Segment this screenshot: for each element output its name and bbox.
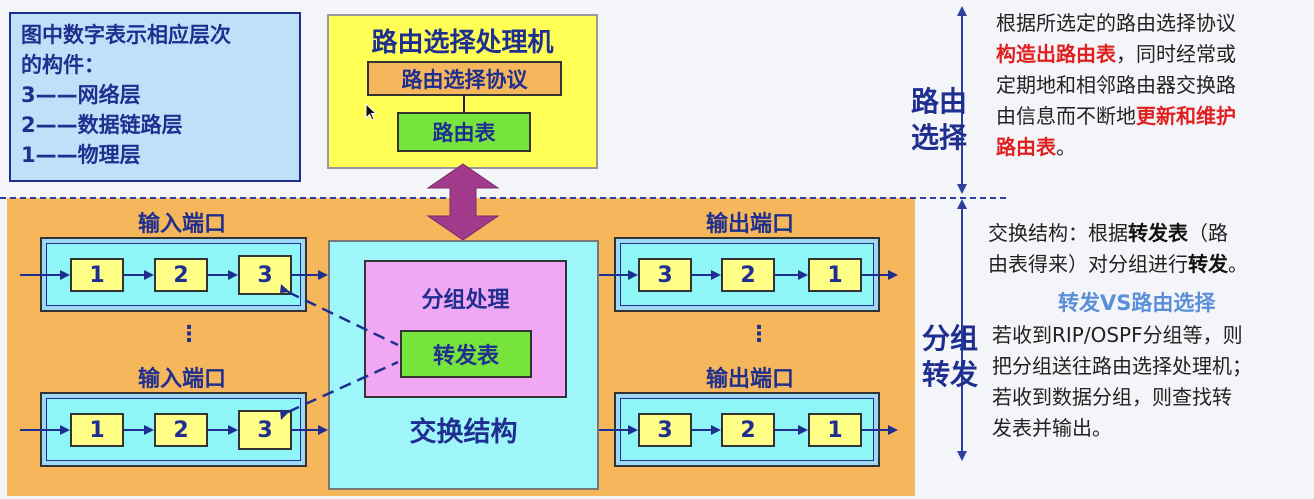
input-cell-datalink: 2: [154, 413, 208, 447]
legend-line: 3——网络层: [21, 83, 141, 107]
input-cell-datalink: 2: [154, 258, 208, 292]
routing-plane-label: 路由 选择: [910, 85, 967, 154]
mouse-cursor-icon: [365, 103, 378, 121]
plane-divider-line: [0, 197, 1006, 199]
output-port-title: 输出端口: [705, 367, 794, 392]
vertical-ellipsis: ⋮: [748, 322, 770, 347]
legend-line: 图中数字表示相应层次: [21, 23, 231, 47]
output-cell-network: 3: [638, 413, 692, 447]
input-cell-network: 3: [238, 255, 292, 295]
layer-legend: 图中数字表示相应层次 的构件： 3——网络层 2——数据链路层 1——物理层: [9, 12, 301, 182]
legend-line: 1——物理层: [21, 143, 141, 167]
routing-table-box: 路由表: [397, 112, 531, 152]
switch-fabric-label: 交换结构: [409, 417, 518, 448]
forwarding-table-box: 转发表: [400, 330, 532, 378]
switch-fabric: 分组处理 转发表 交换结构: [328, 240, 599, 490]
packet-processing-label: 分组处理: [421, 288, 510, 313]
output-cell-datalink: 2: [721, 413, 775, 447]
vertical-ellipsis: ⋮: [178, 322, 200, 347]
output-cell-network: 3: [638, 258, 692, 292]
input-cell-network: 3: [238, 410, 292, 450]
input-cell-physical: 1: [70, 413, 124, 447]
forwarding-vs-routing-label: 转发VS路由选择: [1058, 291, 1216, 315]
routing-processor-title: 路由选择处理机: [371, 28, 554, 58]
routing-protocol-box: 路由选择协议: [367, 61, 562, 96]
connector-line: [463, 95, 465, 113]
routing-note: 根据所选定的路由选择协议 构造出路由表，同时经常或 定期地和相邻路由器交换路 由…: [996, 11, 1236, 159]
output-cell-datalink: 2: [721, 258, 775, 292]
input-port-title: 输入端口: [137, 367, 226, 392]
legend-line: 2——数据链路层: [21, 113, 183, 137]
output-port-title: 输出端口: [705, 212, 794, 237]
input-cell-physical: 1: [70, 258, 124, 292]
forwarding-plane-label: 分组 转发: [922, 322, 979, 391]
packet-processing: 分组处理 转发表: [364, 260, 567, 398]
input-port-title: 输入端口: [137, 212, 226, 237]
output-cell-physical: 1: [808, 413, 862, 447]
routing-processor: 路由选择处理机 路由选择协议 路由表: [327, 14, 598, 169]
switch-note: 交换结构：根据转发表（路 由表得来）对分组进行转发。: [988, 221, 1248, 276]
double-arrow-icon: [426, 163, 500, 241]
legend-line: 的构件：: [21, 53, 105, 77]
forwarding-note: 若收到RIP/OSPF分组等，则 把分组送往路由选择处理机； 若收到数据分组，则…: [992, 323, 1252, 440]
output-cell-physical: 1: [808, 258, 862, 292]
